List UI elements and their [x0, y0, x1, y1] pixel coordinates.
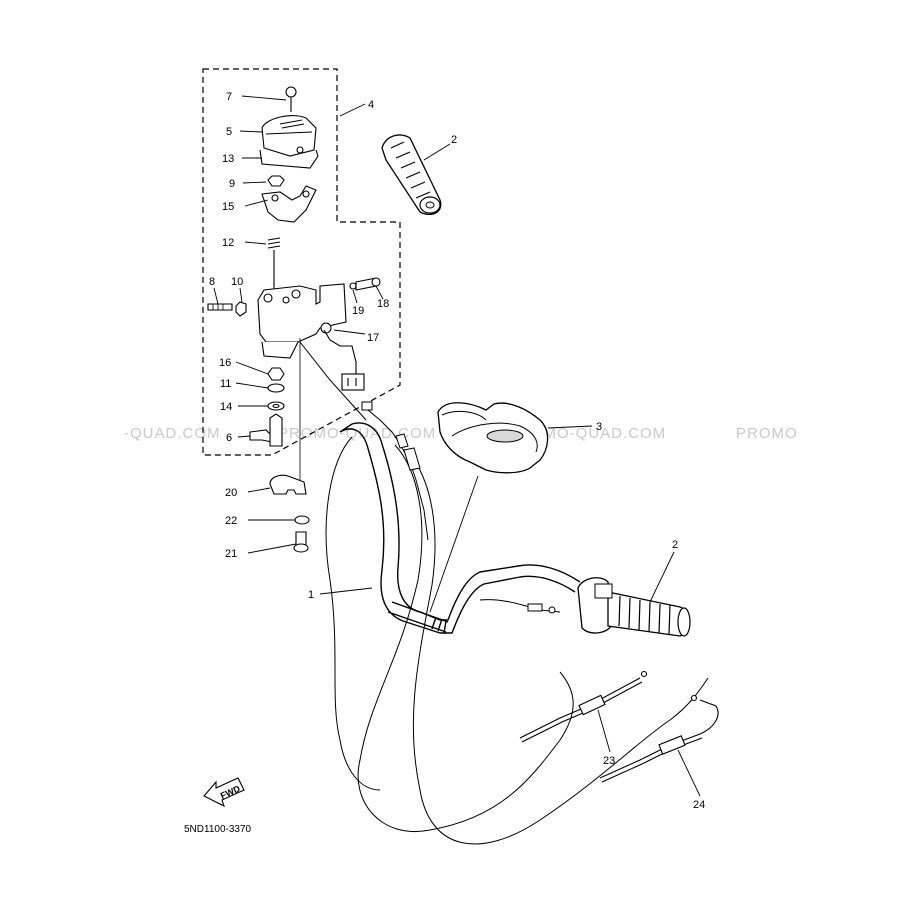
handlebar [339, 422, 581, 634]
callout-6: 6 [226, 432, 232, 444]
callout-1: 1 [308, 589, 314, 601]
callout-24: 24 [693, 799, 705, 811]
callout-9: 9 [229, 178, 235, 190]
callout-10: 10 [231, 276, 243, 288]
callout-17: 17 [367, 332, 379, 344]
cable-24 [599, 694, 719, 783]
callout-18: 18 [377, 298, 389, 310]
callout-8: 8 [209, 276, 215, 288]
callout-19: 19 [352, 305, 364, 317]
callout-7: 7 [226, 91, 232, 103]
control-cables [299, 341, 429, 541]
watermark-text: -QUAD.COM [124, 425, 221, 442]
callout-23: 23 [603, 755, 615, 767]
callout-13: 13 [222, 153, 234, 165]
watermark-text: PROMO-QUAD.COM [278, 425, 436, 442]
callout-3: 3 [596, 421, 602, 433]
leader-lines [213, 95, 701, 797]
cable-23 [519, 670, 648, 743]
callout-5: 5 [226, 126, 232, 138]
callout-20: 20 [225, 487, 237, 499]
callout-2-top: 2 [451, 134, 457, 146]
callout-21: 21 [225, 548, 237, 560]
grip-bottom [479, 577, 691, 637]
callout-16: 16 [219, 357, 231, 369]
callout-12: 12 [222, 237, 234, 249]
callout-22: 22 [225, 515, 237, 527]
handlebar-cover [437, 402, 549, 474]
grip-top [381, 134, 442, 215]
callout-2-bottom: 2 [672, 539, 678, 551]
callout-4: 4 [368, 99, 374, 111]
callout-11: 11 [220, 378, 231, 390]
callout-14: 14 [220, 401, 232, 413]
watermark-text: PROMO [736, 425, 798, 442]
callout-15: 15 [222, 201, 234, 213]
cable-loops [325, 436, 709, 845]
assembly-boundary [202, 68, 401, 456]
part-code: 5ND1100-3370 [184, 824, 252, 835]
callout-labels: 7 5 13 9 15 12 8 10 4 2 19 18 17 16 11 1… [209, 91, 705, 811]
switch-assembly [207, 86, 381, 553]
fwd-arrow-icon: FWD [203, 777, 245, 808]
